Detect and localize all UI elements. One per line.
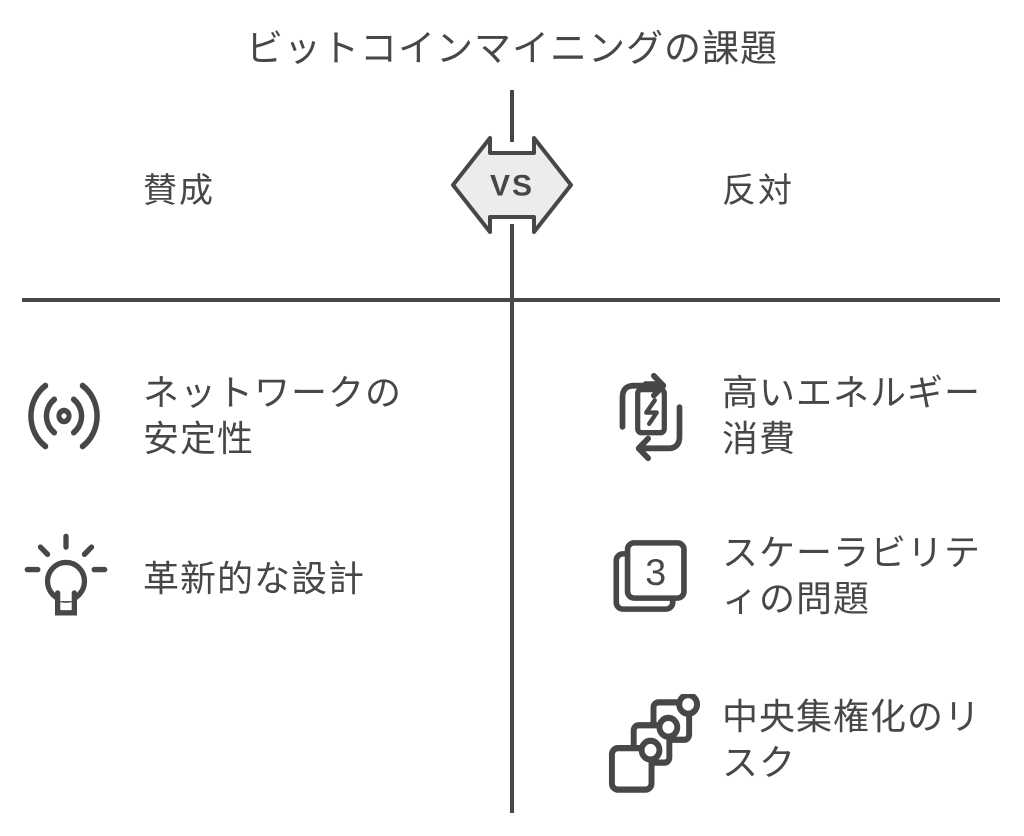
item-text-line: ィの問題 [722, 578, 871, 619]
con-item-scalability: スケーラビリテ ィの問題 [722, 530, 981, 622]
column-header-pros: 賛成 [143, 172, 215, 210]
energy-cycle-icon [613, 368, 689, 466]
vs-badge: VS [450, 135, 574, 240]
network-nodes-icon [604, 694, 703, 798]
pro-item-network-stability: ネットワークの 安定性 [143, 370, 402, 462]
vs-arrow-icon: VS [451, 136, 573, 234]
horizontal-divider [22, 298, 1000, 302]
item-text-line: 消費 [722, 418, 797, 459]
stack-count-label: 3 [645, 552, 666, 594]
center-divider-top [510, 90, 514, 142]
con-item-energy-consumption: 高いエネルギー 消費 [722, 370, 981, 462]
item-text-line: 高いエネルギー [722, 372, 982, 413]
item-text-line: 革新的な設計 [143, 558, 366, 599]
item-text-line: ネットワークの [143, 372, 403, 413]
stacked-layers-icon: 3 [605, 530, 699, 622]
column-header-cons: 反対 [722, 172, 794, 210]
page-title: ビットコインマイニングの課題 [246, 28, 778, 69]
pro-item-innovative-design: 革新的な設計 [143, 556, 365, 602]
lightbulb-icon [22, 530, 110, 620]
center-divider-bottom [510, 224, 514, 813]
broadcast-icon [22, 370, 106, 462]
item-text-line: スケーラビリテ [722, 532, 982, 573]
vs-label: VS [490, 170, 534, 203]
item-text-line: スク [722, 742, 797, 783]
item-text-line: 中央集権化のリ [722, 696, 982, 737]
item-text-line: 安定性 [143, 418, 255, 459]
con-item-centralization-risk: 中央集権化のリ スク [722, 694, 981, 786]
